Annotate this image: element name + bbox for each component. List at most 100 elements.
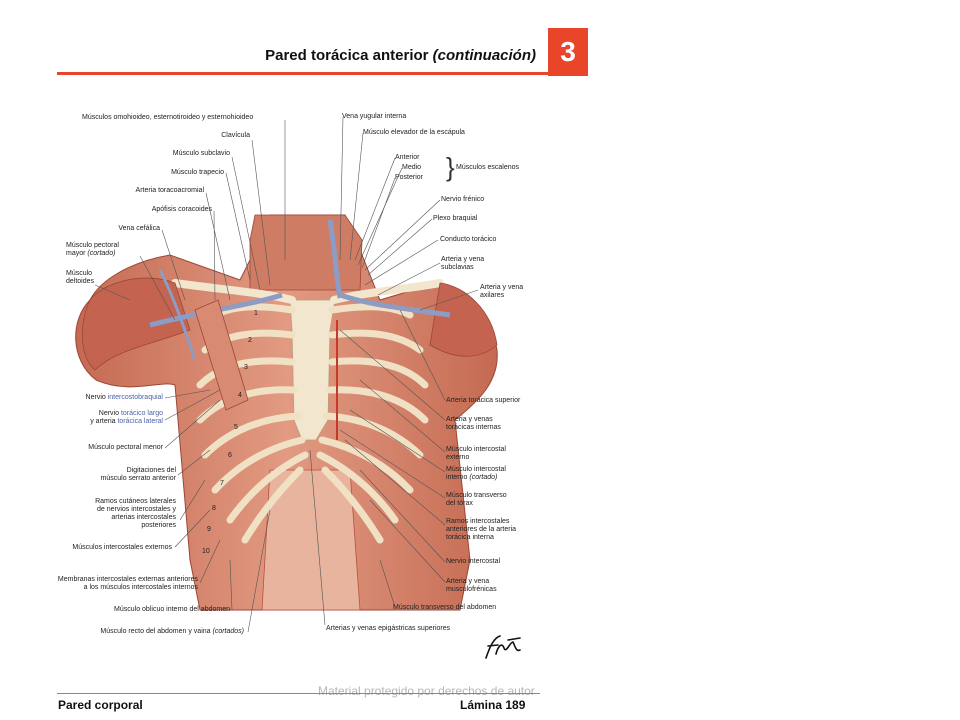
label-line: Arteria y vena — [441, 256, 485, 263]
label-intercostales-externos: Músculos intercostales externos — [72, 544, 172, 551]
label-line: Nervio — [85, 394, 108, 401]
copyright-watermark: Material protegido por derechos de autor — [318, 684, 535, 698]
label-anterior: Anterior — [395, 154, 420, 161]
label-membranas: Membranas intercostales externas anterio… — [30, 576, 198, 592]
label-line: torácica interna — [446, 534, 494, 541]
label-line: posteriores — [141, 522, 176, 529]
ribs-right — [316, 303, 429, 544]
label-line: deltoides — [66, 278, 95, 285]
label-line: Arteria y vena — [480, 284, 524, 291]
label-line: de nervios intercostales y — [97, 506, 176, 513]
label-line: (cortado) — [469, 474, 498, 481]
label-line: Arteria y vena — [446, 578, 490, 585]
label-clavicula: Clavícula — [221, 132, 250, 139]
label-line: (cortados) — [212, 628, 244, 635]
header-rule — [57, 72, 588, 75]
deltoid-left — [81, 277, 191, 371]
label-transverso-abdomen: Músculo transverso del abdomen — [393, 604, 497, 611]
label-nervio-intercostal: Nervio intercostal — [446, 558, 501, 565]
label-line: Músculo recto del abdomen y vaina — [100, 628, 213, 635]
label-line: Ramos intercostales — [446, 518, 510, 525]
label-line: Músculo intercostal — [446, 446, 506, 453]
label-escalenos: Músculos escalenos — [456, 164, 520, 171]
label-line: Músculo pectoral — [66, 242, 119, 249]
footer-plate-number: Lámina 189 — [460, 698, 526, 712]
chapter-number-badge: 3 — [548, 28, 588, 76]
label-line: axilares — [480, 292, 505, 299]
label-line: Músculo — [66, 270, 93, 277]
footer-rule — [57, 693, 540, 694]
label-elevador: Músculo elevador de la escápula — [363, 129, 465, 136]
label-line: Nervio — [98, 410, 121, 417]
label-line: mayor — [66, 250, 88, 257]
label-line: y arteria — [90, 418, 118, 425]
title-main: Pared torácica anterior — [265, 47, 429, 64]
rib-number: 3 — [244, 364, 248, 371]
label-cefalica: Vena cefálica — [118, 225, 160, 232]
label-line: intercostobraquial — [107, 394, 163, 401]
rib-number: 2 — [248, 337, 252, 344]
label-line: torácico largo — [120, 410, 163, 417]
label-intercostobraquial: Nervio intercostobraquial — [60, 394, 163, 402]
leader-lines-right — [309, 116, 479, 626]
label-line: interno — [446, 474, 470, 481]
rib-number: 9 — [207, 526, 211, 533]
rib-number: 6 — [228, 452, 232, 459]
rib-number: 4 — [238, 392, 242, 399]
label-epigastricas: Arterias y venas epigástricas superiores — [326, 625, 451, 632]
label-frenico: Nervio frénico — [441, 196, 485, 203]
label-line: anteriores de la arteria — [446, 526, 517, 533]
label-line: Digitaciones del — [126, 467, 176, 474]
label-yugular: Vena yugular interna — [342, 113, 407, 120]
label-oblicuo: Músculo oblicuo interno del abdomen — [114, 606, 230, 613]
label-toracoacromial: Arteria toracoacromial — [135, 187, 204, 194]
cephalic-vein — [158, 269, 197, 361]
label-line: Ramos cutáneos laterales — [95, 498, 176, 505]
label-trapecio: Músculo trapecio — [171, 169, 224, 176]
label-line: musculofrénicas — [446, 586, 497, 593]
label-line: del tórax — [446, 500, 473, 507]
label-line: Arteria y venas — [446, 416, 493, 423]
rib-number: 8 — [212, 505, 216, 512]
label-medio: Medio — [402, 164, 422, 171]
footer-section-name: Pared corporal — [58, 698, 143, 712]
label-coracoides: Apófisis coracoides — [151, 206, 212, 213]
label-recto: Músculo recto del abdomen y vaina (corta… — [60, 628, 244, 636]
label-line: subclavias — [441, 264, 474, 271]
pectoralis-minor — [194, 299, 249, 411]
label-line: (cortado) — [87, 250, 116, 257]
rib-number: 10 — [202, 548, 210, 555]
label-pectoral-menor: Músculo pectoral menor — [88, 444, 163, 451]
label-line: torácicas internas — [446, 424, 501, 431]
rib-number: 7 — [220, 480, 224, 487]
label-line: Músculo intercostal — [446, 466, 506, 473]
label-toracica-superior: Arteria torácica superior — [446, 397, 521, 404]
ribs-left — [196, 303, 309, 544]
neck — [249, 214, 363, 291]
label-conducto: Conducto torácico — [440, 236, 497, 243]
subclavian-vein-left — [149, 292, 283, 328]
label-subclavio: Músculo subclavio — [172, 150, 230, 157]
jugular-vein — [327, 219, 343, 299]
label-omohioideo: Músculos omohioideo, esternotiroideo y e… — [82, 114, 254, 121]
scalene-bracket: } — [446, 152, 455, 182]
label-line: músculo serrato anterior — [100, 475, 176, 482]
subclavian-vein-right — [339, 292, 451, 318]
label-plexo: Plexo braquial — [433, 215, 478, 222]
chapter-number: 3 — [560, 36, 576, 67]
